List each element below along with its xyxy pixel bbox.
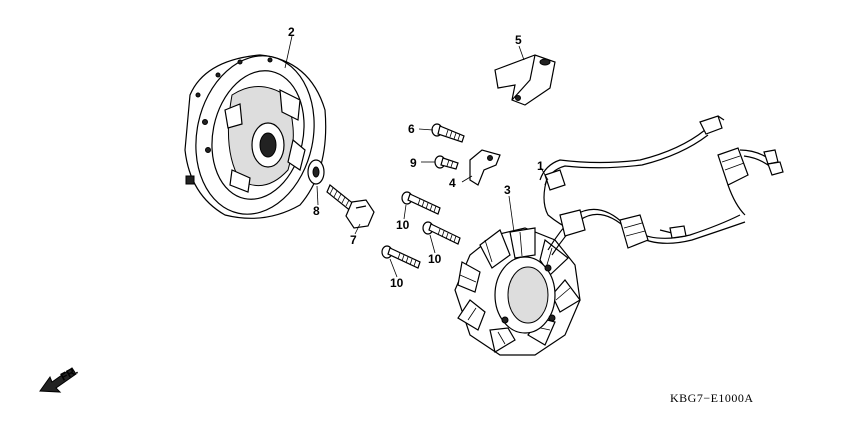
callout-8: 8 (313, 204, 320, 218)
bolt-10-upper (401, 191, 441, 215)
callout-5: 5 (515, 33, 522, 47)
bolt-10-lower (381, 245, 421, 269)
wire-clip (469, 149, 501, 186)
front-direction-arrow: FR. (39, 365, 80, 393)
bolt-10-middle (422, 221, 461, 245)
flywheel (184, 54, 327, 219)
screw-9 (434, 155, 459, 170)
bolt-6 (431, 123, 465, 143)
washer (307, 159, 325, 185)
cord-clamp-bracket (494, 54, 556, 106)
callout-10-lower: 10 (390, 276, 404, 290)
flywheel-bolt (326, 184, 375, 229)
leader-lines (284, 35, 549, 278)
stator-coil (454, 227, 581, 356)
callout-4: 4 (449, 176, 456, 190)
callout-10-upper: 10 (396, 218, 410, 232)
callout-2: 2 (288, 25, 295, 39)
callout-1: 1 (537, 159, 544, 173)
diagram-code: KBG7−E1000A (670, 391, 754, 405)
callout-10-middle: 10 (428, 252, 442, 266)
callout-3: 3 (504, 183, 511, 197)
callout-7: 7 (350, 233, 357, 247)
wire-harness (539, 115, 784, 256)
callout-6: 6 (408, 122, 415, 136)
front-direction-label: FR. (59, 365, 80, 384)
callout-9: 9 (410, 156, 417, 170)
